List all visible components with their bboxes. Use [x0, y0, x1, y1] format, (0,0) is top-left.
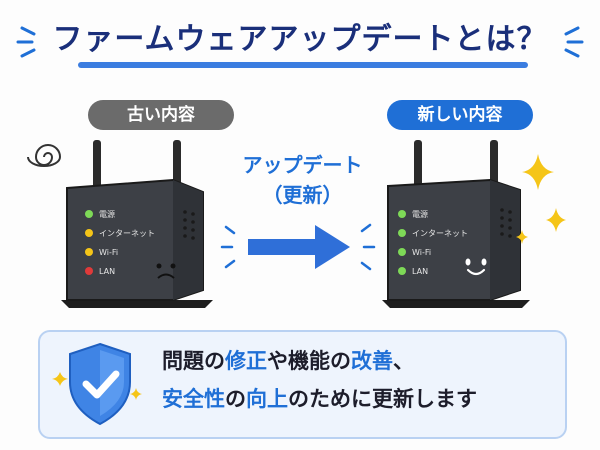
info-text-line2-1: の — [225, 387, 246, 411]
update-label-line1: アップデート — [242, 153, 363, 177]
update-label-line2: （更新） — [262, 183, 343, 207]
led-power-new — [398, 210, 406, 218]
info-highlight-line1-1: 修正 — [225, 349, 267, 373]
info-text-line2-3: のために更新します — [288, 387, 477, 411]
right-arrow-icon — [220, 223, 376, 271]
sparkle-icon — [516, 154, 566, 244]
dizzy-swirl-icon — [27, 144, 62, 167]
led-label-wifi: Wi-Fi — [99, 248, 118, 257]
led-power — [85, 210, 93, 218]
old-content-label: 古い内容 — [88, 100, 234, 130]
led-internet-new — [398, 229, 406, 237]
info-text-line1: 問題の修正や機能の改善、 — [162, 345, 414, 375]
led-label-lan-new: LAN — [412, 267, 428, 276]
update-label: アップデート （更新） — [220, 150, 385, 210]
old-router: 電源 インターネット Wi-Fi LAN — [61, 140, 213, 308]
led-lan-new — [398, 267, 406, 275]
page-title: ファームウェアアップデートとは？ — [52, 22, 548, 57]
info-text-line2: 安全性の向上のために更新します — [162, 383, 477, 413]
new-router: 電源 インターネット Wi-Fi LAN — [382, 140, 530, 308]
smile-face-icon — [465, 258, 487, 276]
led-label-power-new: 電源 — [412, 210, 428, 219]
led-lan — [85, 267, 93, 275]
info-highlight-line2-2: 向上 — [246, 387, 288, 411]
info-text-line1-2: や機能の — [267, 349, 351, 373]
shield-check-icon — [52, 342, 142, 426]
led-label-internet: インターネット — [99, 229, 155, 238]
sad-face-icon — [156, 263, 176, 279]
led-wifi — [85, 248, 93, 256]
led-label-wifi-new: Wi-Fi — [412, 248, 431, 257]
info-highlight-line2-0: 安全性 — [162, 387, 225, 411]
led-internet — [85, 229, 93, 237]
info-text-line1-4: 、 — [393, 349, 414, 373]
new-content-label: 新しい内容 — [387, 100, 533, 130]
info-text-line1-0: 問題の — [162, 349, 225, 373]
title-decoration — [16, 26, 584, 58]
info-highlight-line1-3: 改善 — [351, 349, 393, 373]
led-label-lan: LAN — [99, 267, 115, 276]
led-label-power: 電源 — [99, 210, 115, 219]
led-wifi-new — [398, 248, 406, 256]
led-label-internet-new: インターネット — [412, 229, 468, 238]
title-underline — [78, 62, 528, 68]
